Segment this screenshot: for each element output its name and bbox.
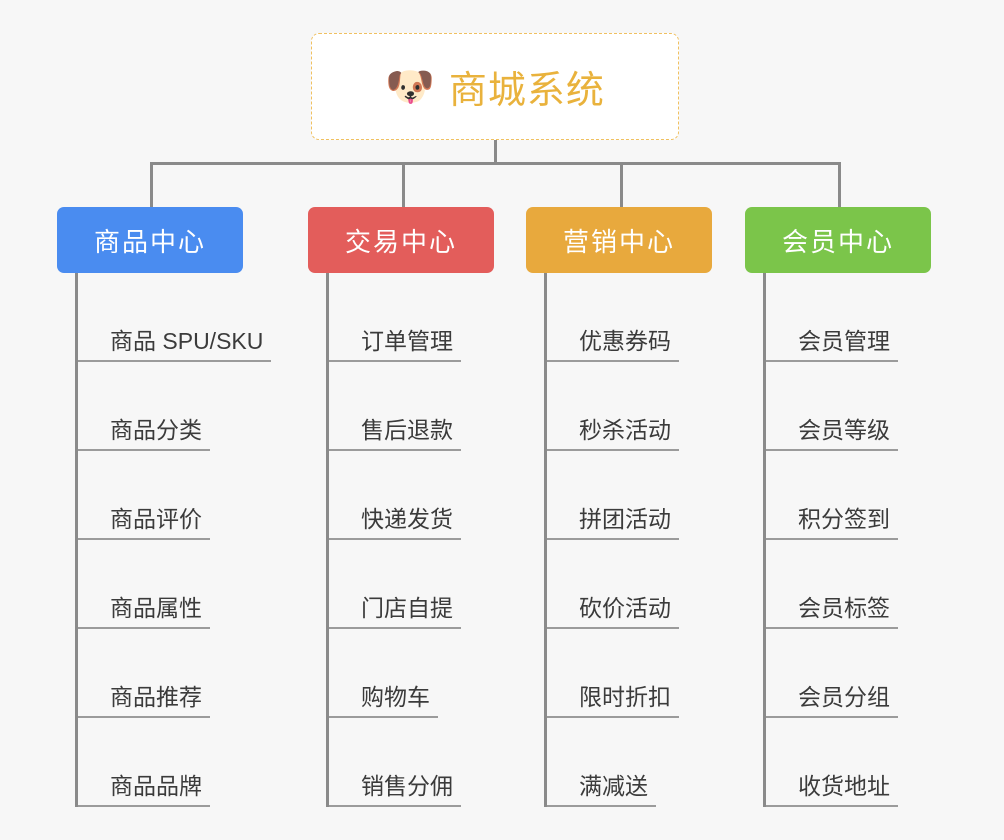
leaf-item[interactable]: 会员标签 (766, 540, 931, 629)
leaf-list-3: 会员管理会员等级积分签到会员标签会员分组收货地址 (763, 273, 931, 807)
root-stem-line (494, 140, 497, 165)
branch-drop-line-3 (838, 162, 841, 207)
leaf-item[interactable]: 秒杀活动 (547, 362, 712, 451)
leaf-item-label: 会员管理 (798, 328, 898, 362)
root-title: 商城系统 (448, 70, 605, 112)
leaf-item[interactable]: 快递发货 (329, 451, 494, 540)
leaf-item[interactable]: 商品品牌 (78, 718, 243, 807)
leaf-item[interactable]: 积分签到 (766, 451, 931, 540)
branch-drop-line-1 (402, 162, 405, 207)
leaf-item-label: 优惠券码 (579, 328, 679, 362)
leaf-item[interactable]: 商品推荐 (78, 629, 243, 718)
leaf-item[interactable]: 商品 SPU/SKU (78, 273, 272, 362)
leaf-item-label: 订单管理 (361, 328, 461, 362)
leaf-item-label: 商品推荐 (110, 684, 210, 718)
leaf-item-label: 会员分组 (798, 684, 898, 718)
leaf-item[interactable]: 会员分组 (766, 629, 931, 718)
leaf-item-label: 售后退款 (361, 417, 461, 451)
leaf-item-label: 收货地址 (798, 773, 898, 807)
leaf-item-label: 限时折扣 (579, 684, 679, 718)
leaf-item-label: 会员等级 (798, 417, 898, 451)
leaf-item-label: 商品品牌 (110, 773, 210, 807)
branch-column-2: 营销中心优惠券码秒杀活动拼团活动砍价活动限时折扣满减送 (526, 207, 712, 807)
leaf-list-2: 优惠券码秒杀活动拼团活动砍价活动限时折扣满减送 (544, 273, 712, 807)
leaf-item-label: 购物车 (361, 684, 438, 718)
branch-drop-line-0 (150, 162, 153, 207)
leaf-item[interactable]: 售后退款 (329, 362, 494, 451)
leaf-item[interactable]: 商品评价 (78, 451, 243, 540)
branch-column-0: 商品中心商品 SPU/SKU 商品分类商品评价商品属性商品推荐商品品牌 (57, 207, 272, 807)
leaf-item[interactable]: 销售分佣 (329, 718, 494, 807)
branch-header-2[interactable]: 营销中心 (526, 207, 712, 273)
branch-header-1[interactable]: 交易中心 (308, 207, 494, 273)
leaf-item[interactable]: 满减送 (547, 718, 712, 807)
leaf-item[interactable]: 商品分类 (78, 362, 243, 451)
leaf-item[interactable]: 商品属性 (78, 540, 243, 629)
leaf-item[interactable]: 购物车 (329, 629, 494, 718)
leaf-item-label: 商品评价 (110, 506, 210, 540)
leaf-item[interactable]: 砍价活动 (547, 540, 712, 629)
leaf-item-label: 秒杀活动 (579, 417, 679, 451)
branch-drop-line-2 (620, 162, 623, 207)
leaf-item-label: 商品分类 (110, 417, 210, 451)
leaf-item[interactable]: 收货地址 (766, 718, 931, 807)
leaf-item-label: 商品属性 (110, 595, 210, 629)
leaf-item[interactable]: 拼团活动 (547, 451, 712, 540)
leaf-item[interactable]: 优惠券码 (547, 273, 712, 362)
leaf-item[interactable]: 门店自提 (329, 540, 494, 629)
leaf-item-label: 快递发货 (361, 506, 461, 540)
leaf-item-label: 销售分佣 (361, 773, 461, 807)
leaf-item-label: 门店自提 (361, 595, 461, 629)
leaf-item-label: 商品 SPU/SKU (110, 328, 272, 362)
dog-face-icon: 🐶 (385, 64, 435, 109)
leaf-item[interactable]: 订单管理 (329, 273, 494, 362)
leaf-list-0: 商品 SPU/SKU 商品分类商品评价商品属性商品推荐商品品牌 (75, 273, 272, 807)
leaf-item-label: 会员标签 (798, 595, 898, 629)
branch-column-3: 会员中心会员管理会员等级积分签到会员标签会员分组收货地址 (745, 207, 931, 807)
leaf-item-label: 积分签到 (798, 506, 898, 540)
root-node[interactable]: 🐶 商城系统 (311, 33, 679, 140)
branch-bus-line (150, 162, 841, 165)
leaf-list-1: 订单管理售后退款快递发货门店自提购物车销售分佣 (326, 273, 494, 807)
branch-column-1: 交易中心订单管理售后退款快递发货门店自提购物车销售分佣 (308, 207, 494, 807)
leaf-item-label: 砍价活动 (579, 595, 679, 629)
branch-header-0[interactable]: 商品中心 (57, 207, 243, 273)
leaf-item[interactable]: 会员等级 (766, 362, 931, 451)
branch-header-3[interactable]: 会员中心 (745, 207, 931, 273)
leaf-item[interactable]: 限时折扣 (547, 629, 712, 718)
leaf-item-label: 拼团活动 (579, 506, 679, 540)
leaf-item[interactable]: 会员管理 (766, 273, 931, 362)
leaf-item-label: 满减送 (579, 773, 656, 807)
